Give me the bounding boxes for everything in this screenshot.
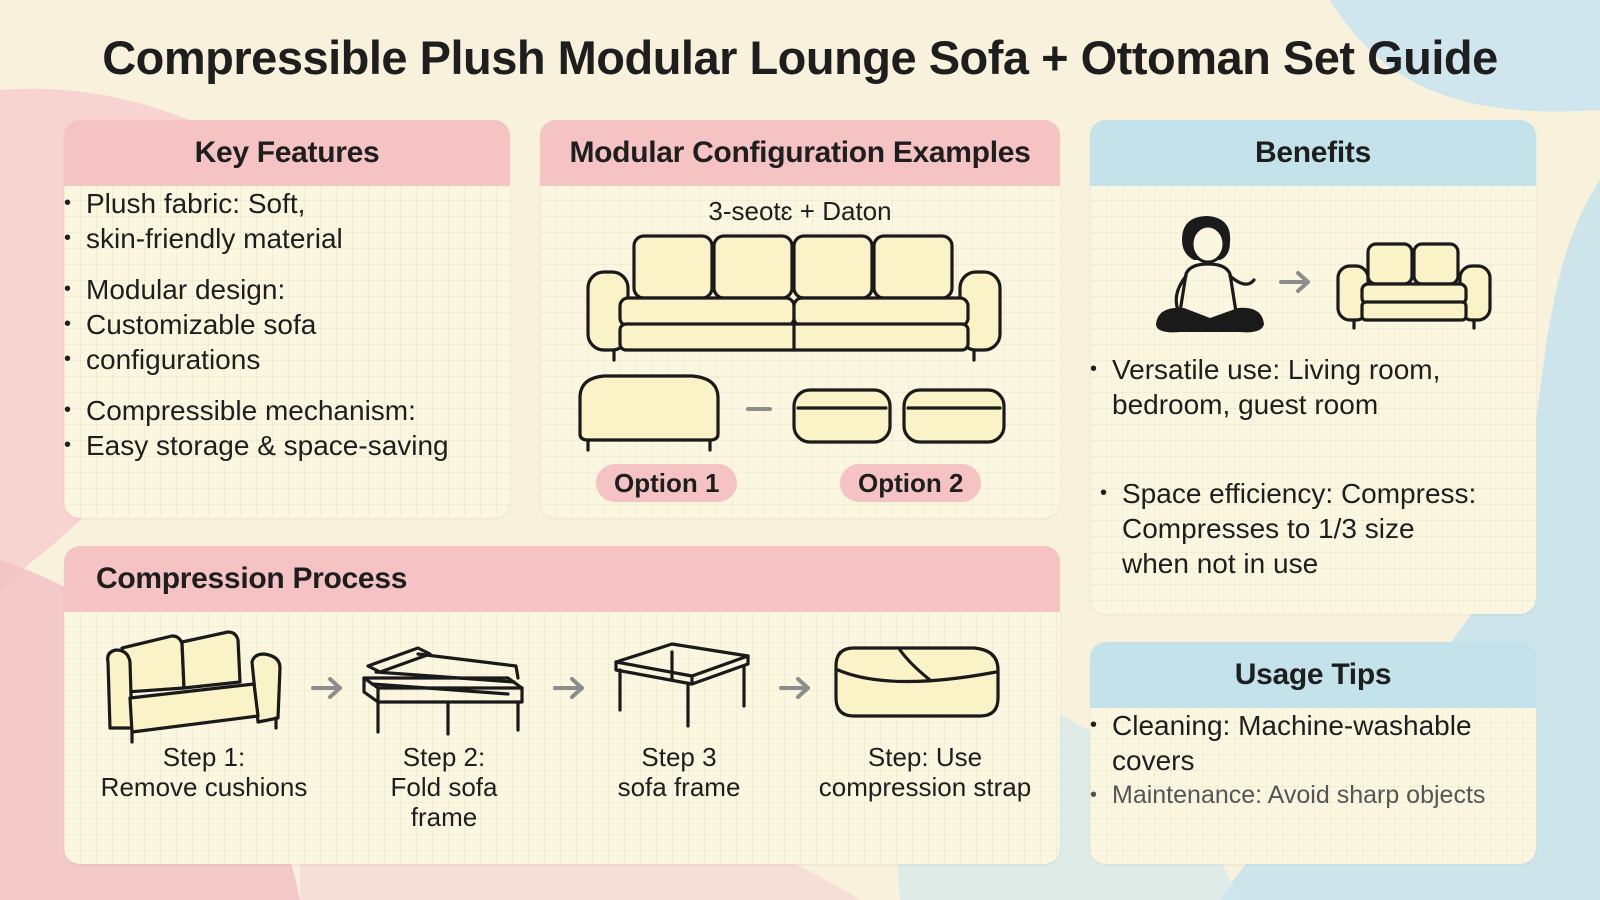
small-ottomans-illustration [792, 388, 1006, 444]
step-2-text-2: frame [410, 802, 478, 832]
option-1-pill: Option 1 [596, 464, 738, 502]
step-3-title: Step 3 [641, 742, 717, 772]
usage-tips-item: Cleaning: Machine-washable covers [1090, 708, 1512, 778]
key-features-item: Plush fabric: Soft, [64, 186, 510, 221]
step-3-text: sofa frame [617, 772, 741, 802]
step-3-label: Step 3 sofa frame [594, 742, 764, 802]
usage-tips-item: Maintenance: Avoid sharp objects [1090, 778, 1536, 813]
arrow-right-icon [1279, 271, 1310, 293]
step-1-sofa-illustration [106, 630, 282, 744]
benefits-list: Versatile use: Living room, bedroom, gue… [1090, 352, 1470, 422]
key-features-item: Easy storage & space-saving [64, 428, 510, 463]
modular-config-card: Modular Configuration Examples 3-seotɛ +… [540, 120, 1060, 518]
loveseat-icon [1336, 242, 1492, 330]
modular-config-heading: Modular Configuration Examples [540, 120, 1060, 186]
step-4-label: Step: Use compression strap [800, 742, 1050, 802]
step-4-title: Step: Use [867, 742, 983, 772]
option-2-pill: Option 2 [840, 464, 982, 502]
dash-separator [746, 407, 772, 411]
key-features-card: Key Features Plush fabric: Soft, skin-fr… [64, 120, 510, 518]
key-features-list: Plush fabric: Soft, skin-friendly materi… [64, 186, 510, 463]
benefits-card: Benefits Versatile use: Living room, bed… [1090, 120, 1536, 614]
arrow-right-icon [779, 677, 810, 699]
step-2-fold-frame-illustration [362, 646, 524, 736]
usage-tips-card: Usage Tips Cleaning: Machine-washable co… [1090, 642, 1536, 864]
usage-tips-list: Cleaning: Machine-washable covers Mainte… [1090, 708, 1536, 813]
key-features-item: configurations [64, 342, 510, 377]
step-2-title: Step 2: [402, 742, 486, 772]
benefits-heading: Benefits [1090, 120, 1536, 186]
page-title: Compressible Plush Modular Lounge Sofa +… [102, 31, 1498, 84]
benefits-item: Versatile use: Living room, bedroom, gue… [1090, 352, 1470, 422]
key-features-heading: Key Features [64, 120, 510, 186]
usage-tips-heading: Usage Tips [1090, 642, 1536, 708]
step-1-text: Remove cushions [100, 772, 308, 802]
key-features-item: Customizable sofa [64, 307, 510, 342]
key-features-item: Modular design: [64, 272, 510, 307]
compression-process-card: Compression Process [64, 546, 1060, 864]
key-features-item: skin-friendly material [64, 221, 510, 256]
large-ottoman-illustration [578, 374, 720, 452]
modular-config-subtitle: 3-seotɛ + Daton [708, 196, 892, 226]
arrow-right-icon [311, 677, 342, 699]
step-1-label: Step 1: Remove cushions [84, 742, 324, 802]
three-seat-sofa-illustration [586, 234, 1002, 362]
step-2-text: Fold sofa [390, 772, 498, 802]
step-1-title: Step 1: [162, 742, 246, 772]
step-4-text: compression strap [818, 772, 1032, 802]
key-features-item: Compressible mechanism: [64, 393, 510, 428]
person-sitting-icon [1156, 216, 1264, 333]
benefits-item: Space efficiency: Compress: Compresses t… [1100, 476, 1480, 581]
benefits-list-2: Space efficiency: Compress: Compresses t… [1100, 476, 1480, 581]
step-3-frame-illustration [614, 642, 750, 728]
step-2-label: Step 2: Fold sofa frame [364, 742, 524, 832]
arrow-right-icon [553, 677, 584, 699]
compression-process-heading: Compression Process [64, 546, 1060, 612]
step-4-compressed-sofa-illustration [834, 646, 1000, 718]
